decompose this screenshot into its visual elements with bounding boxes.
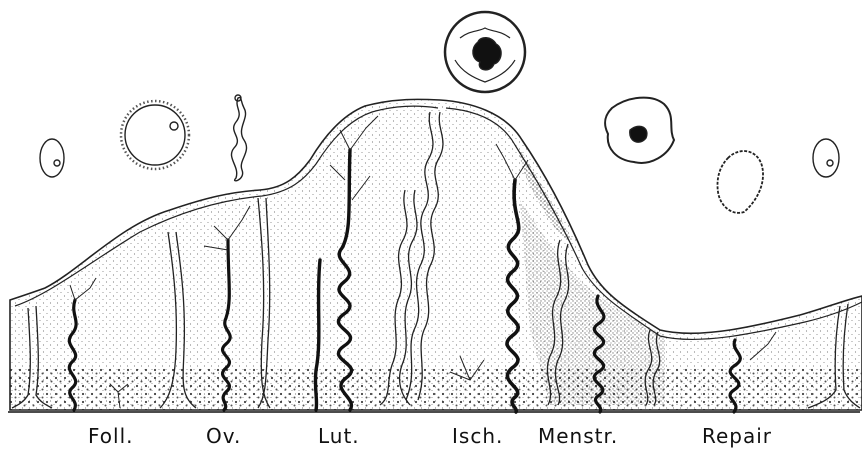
corpus-luteum-icon	[445, 12, 525, 92]
phase-label-lut: Lut.	[318, 424, 360, 448]
follicle-new-icon	[813, 139, 839, 177]
phase-label-isch: Isch.	[452, 424, 503, 448]
follicle-mature-icon	[125, 105, 185, 165]
phase-label-foll: Foll.	[88, 424, 134, 448]
endometrium-stroma	[10, 99, 862, 410]
corpus-albicans-icon	[717, 151, 763, 213]
phase-label-menstr: Menstr.	[538, 424, 618, 448]
follicle-early-icon	[40, 139, 64, 177]
ruptured-follicle-icon	[231, 97, 246, 180]
phase-label-repair: Repair	[702, 424, 772, 448]
phase-label-ov: Ov.	[206, 424, 241, 448]
